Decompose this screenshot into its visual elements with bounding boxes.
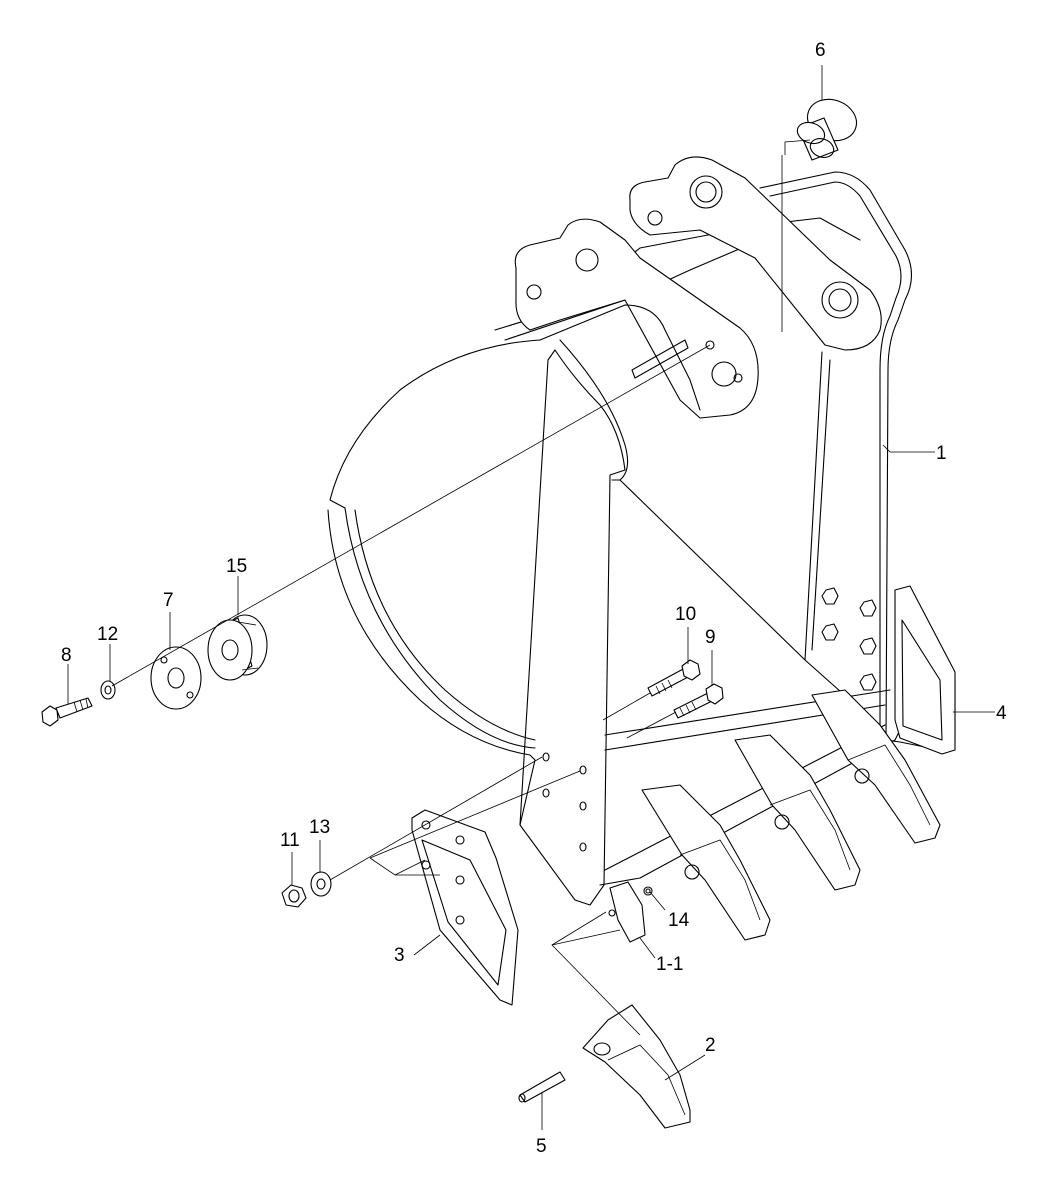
callout-1-1: 1-1 bbox=[656, 954, 683, 975]
side-wear-plate bbox=[411, 809, 519, 1006]
washer-12 bbox=[100, 680, 116, 700]
tooth-pin bbox=[518, 1071, 566, 1103]
callout-8: 8 bbox=[61, 645, 72, 666]
bolt-10 bbox=[647, 659, 701, 697]
callout-7: 7 bbox=[163, 590, 174, 611]
side-bolt-holes bbox=[821, 587, 877, 691]
callout-labels: 1 1-1 2 3 4 5 6 7 8 9 10 11 12 13 14 15 bbox=[61, 40, 1007, 1157]
callout-6: 6 bbox=[815, 40, 826, 61]
mounted-teeth bbox=[608, 689, 941, 943]
plate-7 bbox=[150, 646, 202, 710]
callout-1: 1 bbox=[936, 443, 947, 464]
bolt-8 bbox=[41, 697, 93, 727]
callout-14: 14 bbox=[668, 910, 690, 931]
side-cutter bbox=[894, 585, 956, 755]
callout-12: 12 bbox=[97, 624, 118, 645]
callout-4: 4 bbox=[996, 703, 1007, 724]
callout-11: 11 bbox=[280, 830, 300, 851]
callout-9: 9 bbox=[705, 627, 716, 648]
leader-wearplate-axis bbox=[329, 756, 581, 881]
callout-3: 3 bbox=[394, 945, 405, 966]
callout-5: 5 bbox=[536, 1136, 547, 1157]
callout-10: 10 bbox=[675, 604, 696, 625]
leader-pin-axis bbox=[111, 344, 711, 687]
leader-bolt-axis bbox=[602, 692, 677, 739]
nut-11 bbox=[281, 884, 307, 908]
replacement-tooth bbox=[582, 1004, 691, 1129]
bucket-body bbox=[327, 156, 956, 906]
callout-2: 2 bbox=[705, 1035, 716, 1056]
callout-13: 13 bbox=[309, 817, 330, 838]
callout-leaders bbox=[67, 65, 995, 1130]
shim-15 bbox=[207, 614, 268, 681]
strap-bolt-holes bbox=[542, 752, 587, 852]
bolt-9 bbox=[673, 683, 724, 719]
washer-13 bbox=[310, 871, 332, 897]
bushing bbox=[796, 98, 858, 161]
callout-15: 15 bbox=[226, 556, 247, 577]
